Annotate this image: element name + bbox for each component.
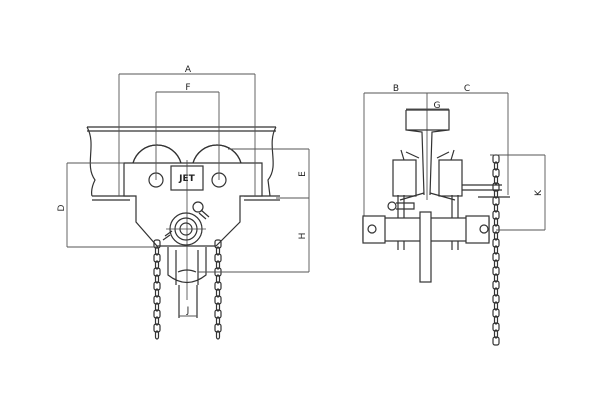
chain-link xyxy=(492,224,500,234)
chain-link xyxy=(493,189,499,199)
chain-link xyxy=(153,309,161,319)
chain-link xyxy=(154,260,160,270)
hand-chain xyxy=(492,154,500,346)
chain-link xyxy=(153,267,161,277)
hand-wheel-plate xyxy=(419,211,432,283)
chain-link xyxy=(492,238,500,248)
chain-link xyxy=(214,281,222,291)
chain-link xyxy=(492,308,500,318)
chain-link xyxy=(215,330,221,340)
chain-link xyxy=(214,253,222,263)
hook-block xyxy=(167,247,207,285)
dim-label-e: E xyxy=(298,171,308,177)
chain-link xyxy=(493,203,499,213)
chain-link xyxy=(493,315,499,325)
chain-link xyxy=(215,260,221,270)
chain-link xyxy=(153,295,161,305)
dim-label-g: G xyxy=(434,101,441,111)
chain-link xyxy=(493,231,499,241)
chain-link xyxy=(492,322,500,332)
dim-label-k: K xyxy=(534,189,544,196)
chain-link xyxy=(492,252,500,262)
dim-label-c: C xyxy=(464,84,470,94)
chain-link xyxy=(214,309,222,319)
chain-link xyxy=(153,281,161,291)
hand-chain-right xyxy=(214,239,222,340)
pin xyxy=(162,230,173,241)
dim-label-d: D xyxy=(57,204,67,211)
dim-label-a: A xyxy=(185,65,192,75)
chain-link xyxy=(493,287,499,297)
wheel-left xyxy=(392,159,417,197)
chain-link xyxy=(215,246,221,256)
end-cap-left xyxy=(362,215,386,244)
chain-link xyxy=(214,323,222,333)
wheel-right xyxy=(438,159,463,197)
chain-link xyxy=(215,288,221,298)
chain-link xyxy=(154,316,160,326)
chain-link xyxy=(493,175,499,185)
chain-link xyxy=(154,288,160,298)
chain-link xyxy=(492,280,500,290)
chain-link xyxy=(493,259,499,269)
chain-link xyxy=(154,302,160,312)
chain-link xyxy=(492,196,500,206)
chain-link xyxy=(492,336,500,346)
chain-link xyxy=(493,217,499,227)
side-view: B C G K xyxy=(362,84,546,346)
bolt xyxy=(192,201,210,220)
chain-link xyxy=(215,302,221,312)
chain-link xyxy=(492,266,500,276)
dim-label-h: H xyxy=(298,233,308,240)
chain-link xyxy=(493,329,499,339)
dim-label-j: J xyxy=(186,306,190,316)
chain-link xyxy=(154,330,160,340)
hand-sprocket xyxy=(166,212,206,246)
chain-link xyxy=(493,301,499,311)
chain-link xyxy=(215,274,221,284)
chain-link xyxy=(153,323,161,333)
chain-link xyxy=(154,274,160,284)
chain-link xyxy=(493,245,499,255)
beam-section xyxy=(405,109,450,196)
chain-link xyxy=(492,168,500,178)
dim-label-b: B xyxy=(393,84,399,94)
dim-label-f: F xyxy=(185,83,190,93)
front-view: JET A F D E H J xyxy=(57,65,310,340)
chain-link xyxy=(493,273,499,283)
chain-link xyxy=(492,294,500,304)
chain-link xyxy=(214,239,222,249)
chain-link xyxy=(215,316,221,326)
chain-link xyxy=(493,161,499,171)
chain-link xyxy=(153,239,161,249)
chain-link xyxy=(492,210,500,220)
chain-link xyxy=(153,253,161,263)
chain-link xyxy=(214,295,222,305)
chain-link xyxy=(492,182,500,192)
bolt-head xyxy=(387,201,397,211)
hand-chain-left xyxy=(153,239,161,340)
end-cap-right xyxy=(465,215,490,244)
